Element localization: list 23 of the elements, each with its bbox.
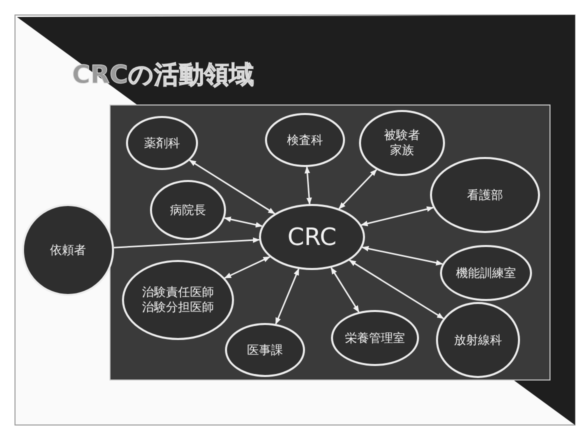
node-label: 放射線科	[454, 332, 502, 348]
node-label: 薬剤科	[144, 136, 180, 150]
node-label: 病院長	[170, 202, 206, 218]
node-label: 医事課	[247, 342, 283, 358]
arrow	[275, 268, 300, 325]
arrow	[189, 160, 276, 214]
node-label: 看護部	[467, 188, 503, 202]
node-label: 治験責任医師治験分担医師	[142, 285, 214, 315]
node-label: CRC	[288, 222, 336, 252]
arrow	[362, 246, 444, 266]
arrow	[360, 206, 434, 226]
arrow	[330, 267, 360, 313]
node-label: 検査科	[287, 132, 323, 148]
node-label: 依頼者	[50, 242, 86, 258]
arrow	[224, 256, 270, 279]
arrow	[338, 169, 378, 210]
node-label: 機能訓練室	[456, 266, 516, 280]
arrow	[114, 237, 260, 248]
arrow	[304, 166, 312, 205]
arrow	[348, 260, 444, 320]
arrow	[224, 216, 263, 228]
node-label: 栄養管理室	[345, 330, 405, 346]
node-label: 被験者家族	[384, 128, 420, 158]
